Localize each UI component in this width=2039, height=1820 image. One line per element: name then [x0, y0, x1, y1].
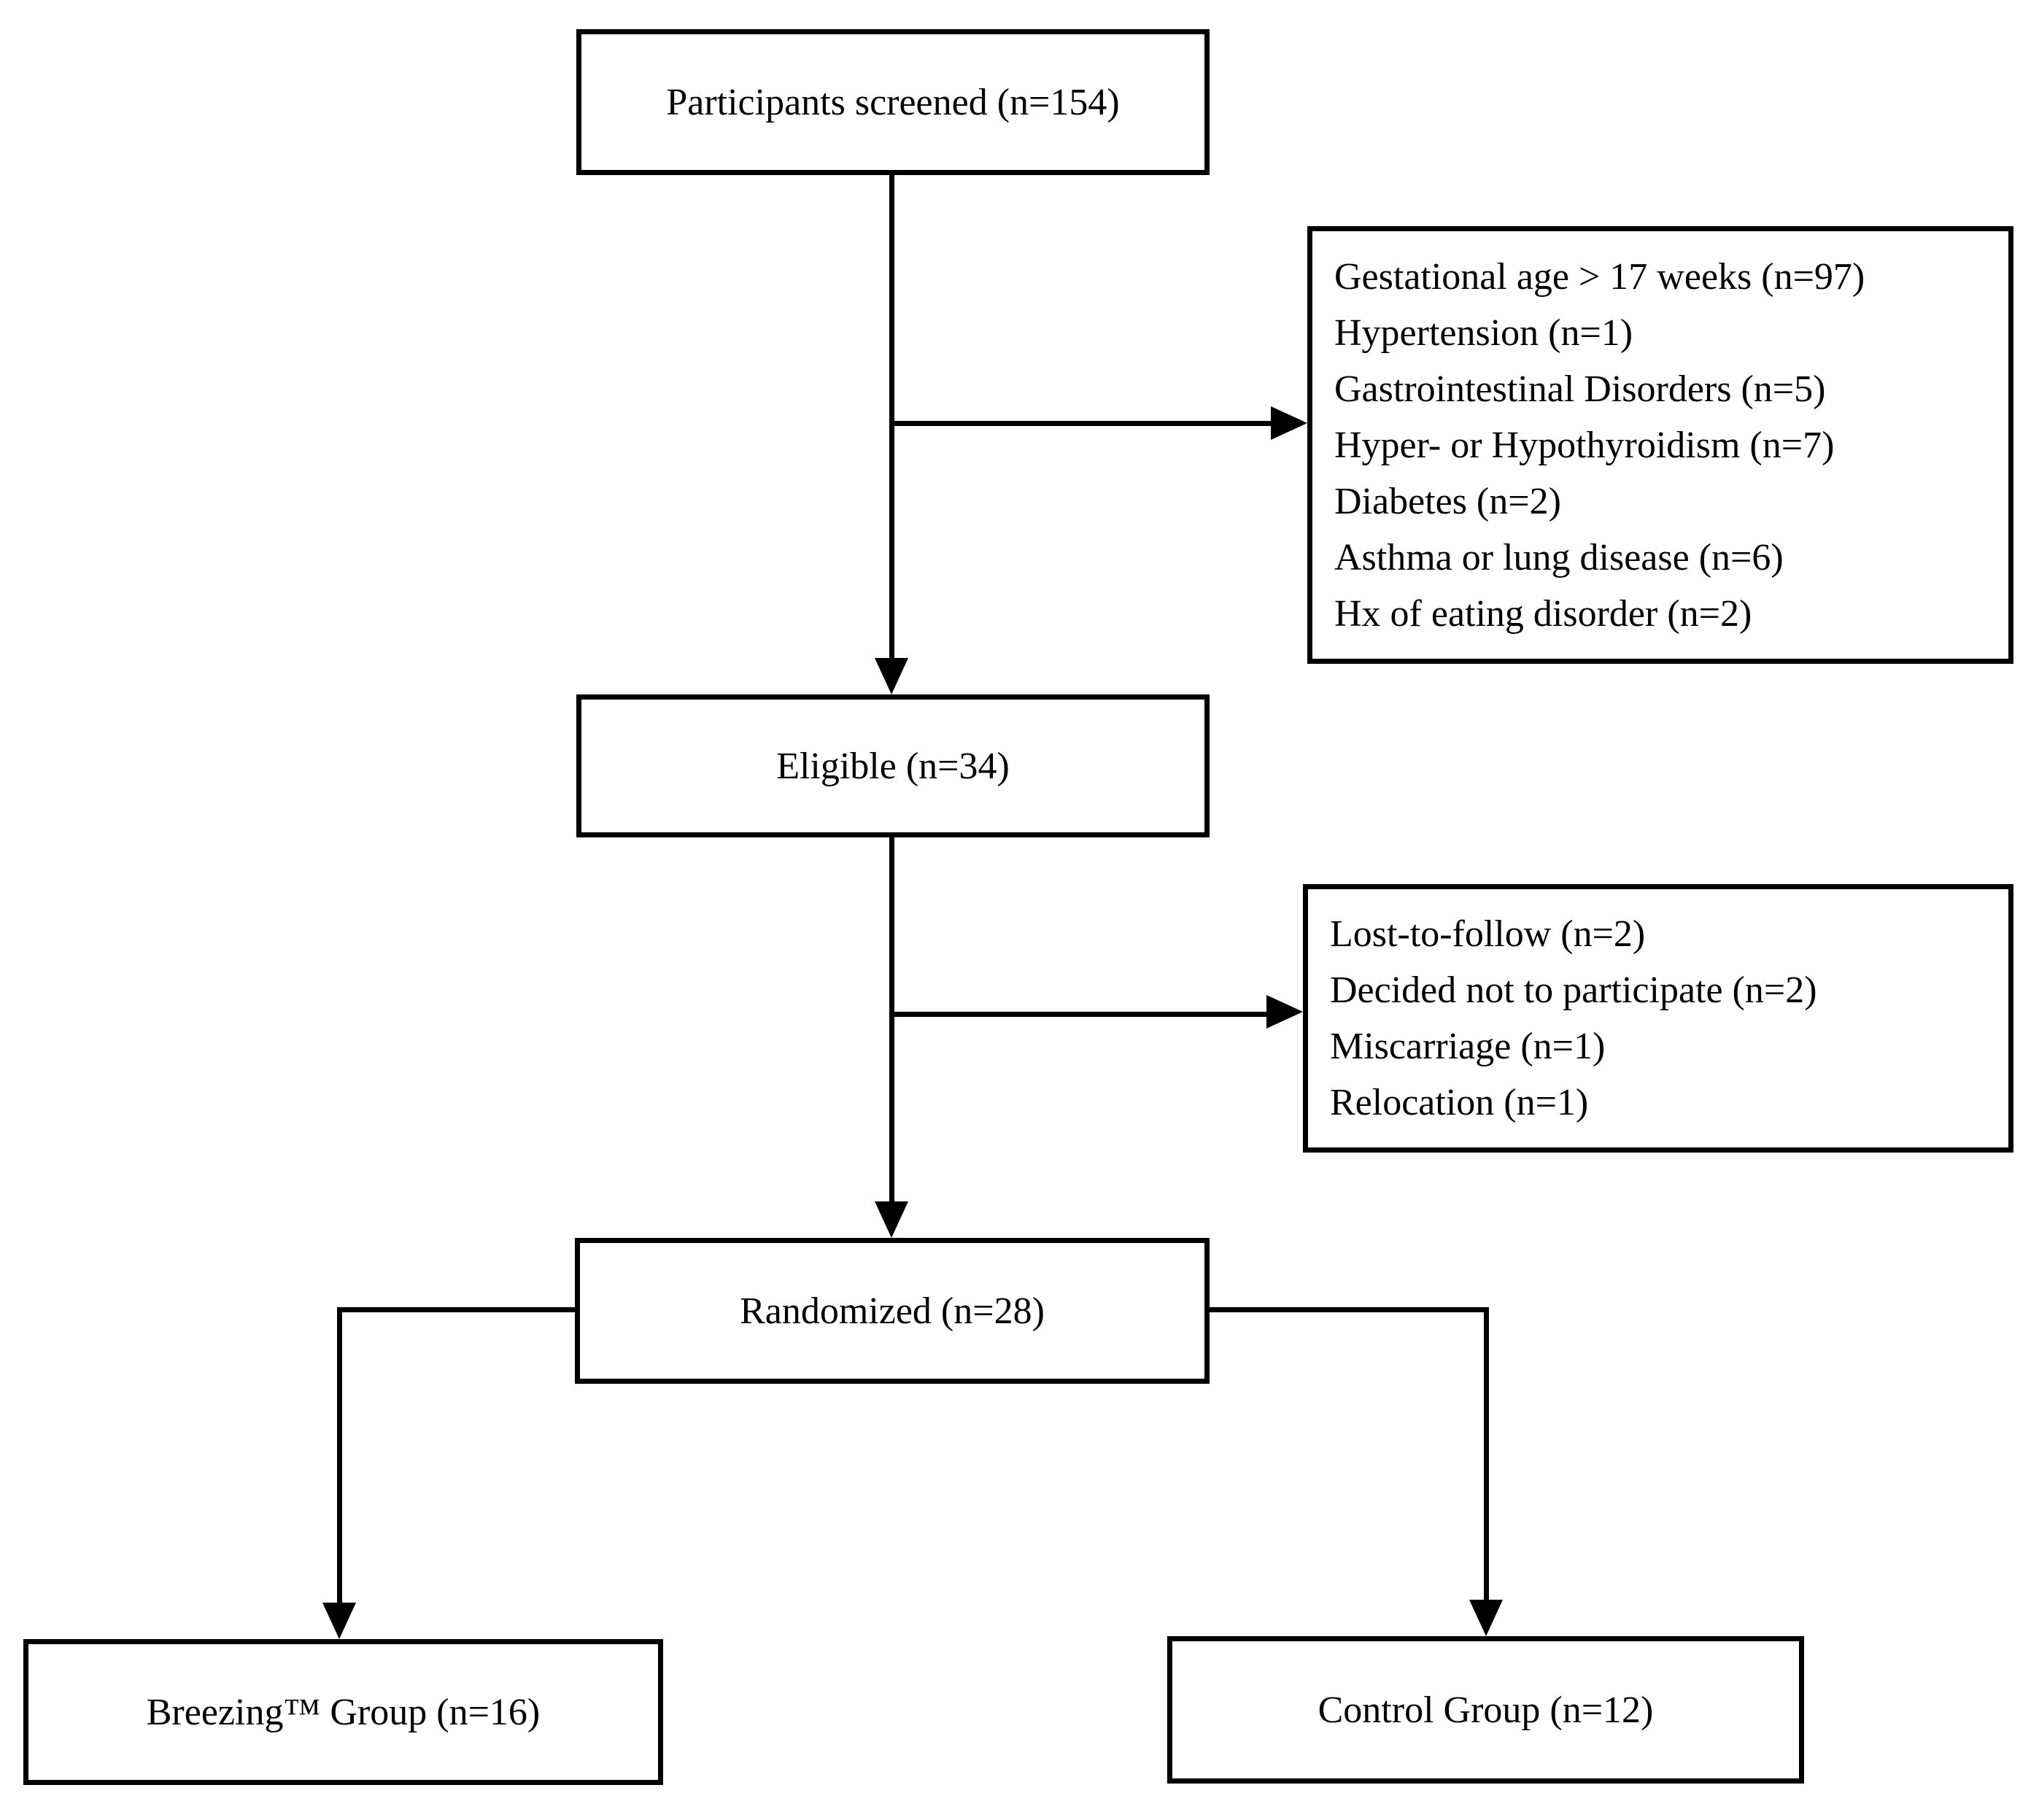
- exclusion-line: Hx of eating disorder (n=2): [1334, 592, 1752, 635]
- connector-to-screening-exclusions: [891, 421, 1274, 426]
- exclusion-line: Hyper- or Hypothyroidism (n=7): [1334, 424, 1835, 466]
- connector-randomized-to-breezing-vertical: [337, 1307, 342, 1604]
- breezing-group-label: Breezing™ Group (n=16): [146, 1691, 541, 1733]
- arrowhead-right-icon: [1271, 406, 1307, 440]
- control-group-box: Control Group (n=12): [1167, 1636, 1804, 1784]
- exclusion-line: Gastrointestinal Disorders (n=5): [1334, 368, 1826, 410]
- participants-screened-label: Participants screened (n=154): [666, 81, 1120, 123]
- exclusion-line: Decided not to participate (n=2): [1330, 969, 1817, 1011]
- exclusion-line: Hypertension (n=1): [1334, 311, 1633, 354]
- exclusion-line: Gestational age > 17 weeks (n=97): [1334, 255, 1865, 298]
- exclusion-line: Relocation (n=1): [1330, 1082, 1589, 1123]
- arrowhead-down-icon: [875, 658, 908, 694]
- exclusion-line: Miscarriage (n=1): [1330, 1026, 1606, 1067]
- exclusion-line: Diabetes (n=2): [1334, 480, 1561, 522]
- eligible-label: Eligible (n=34): [776, 745, 1010, 787]
- arrowhead-down-icon: [875, 1201, 908, 1238]
- breezing-group-box: Breezing™ Group (n=16): [23, 1639, 663, 1785]
- screening-exclusions-box: Gestational age > 17 weeks (n=97) Hypert…: [1307, 226, 2013, 664]
- eligible-box: Eligible (n=34): [576, 694, 1210, 837]
- arrowhead-down-icon: [322, 1603, 356, 1639]
- randomized-box: Randomized (n=28): [575, 1238, 1210, 1384]
- randomized-label: Randomized (n=28): [740, 1290, 1045, 1332]
- arrowhead-right-icon: [1266, 995, 1303, 1029]
- connector-to-eligibility-exclusions: [891, 1012, 1269, 1017]
- exclusion-line: Asthma or lung disease (n=6): [1334, 536, 1784, 578]
- connector-screened-to-eligible: [889, 175, 894, 662]
- eligibility-exclusions-box: Lost-to-follow (n=2) Decided not to part…: [1303, 884, 2013, 1153]
- arrowhead-down-icon: [1469, 1600, 1503, 1636]
- connector-randomized-to-breezing-horizontal: [337, 1307, 575, 1312]
- control-group-label: Control Group (n=12): [1318, 1689, 1654, 1731]
- participants-screened-box: Participants screened (n=154): [576, 29, 1210, 175]
- connector-randomized-to-control-vertical: [1484, 1307, 1489, 1600]
- connector-randomized-to-control-horizontal: [1210, 1307, 1488, 1312]
- connector-eligible-to-randomized: [889, 837, 894, 1205]
- exclusion-line: Lost-to-follow (n=2): [1330, 913, 1646, 955]
